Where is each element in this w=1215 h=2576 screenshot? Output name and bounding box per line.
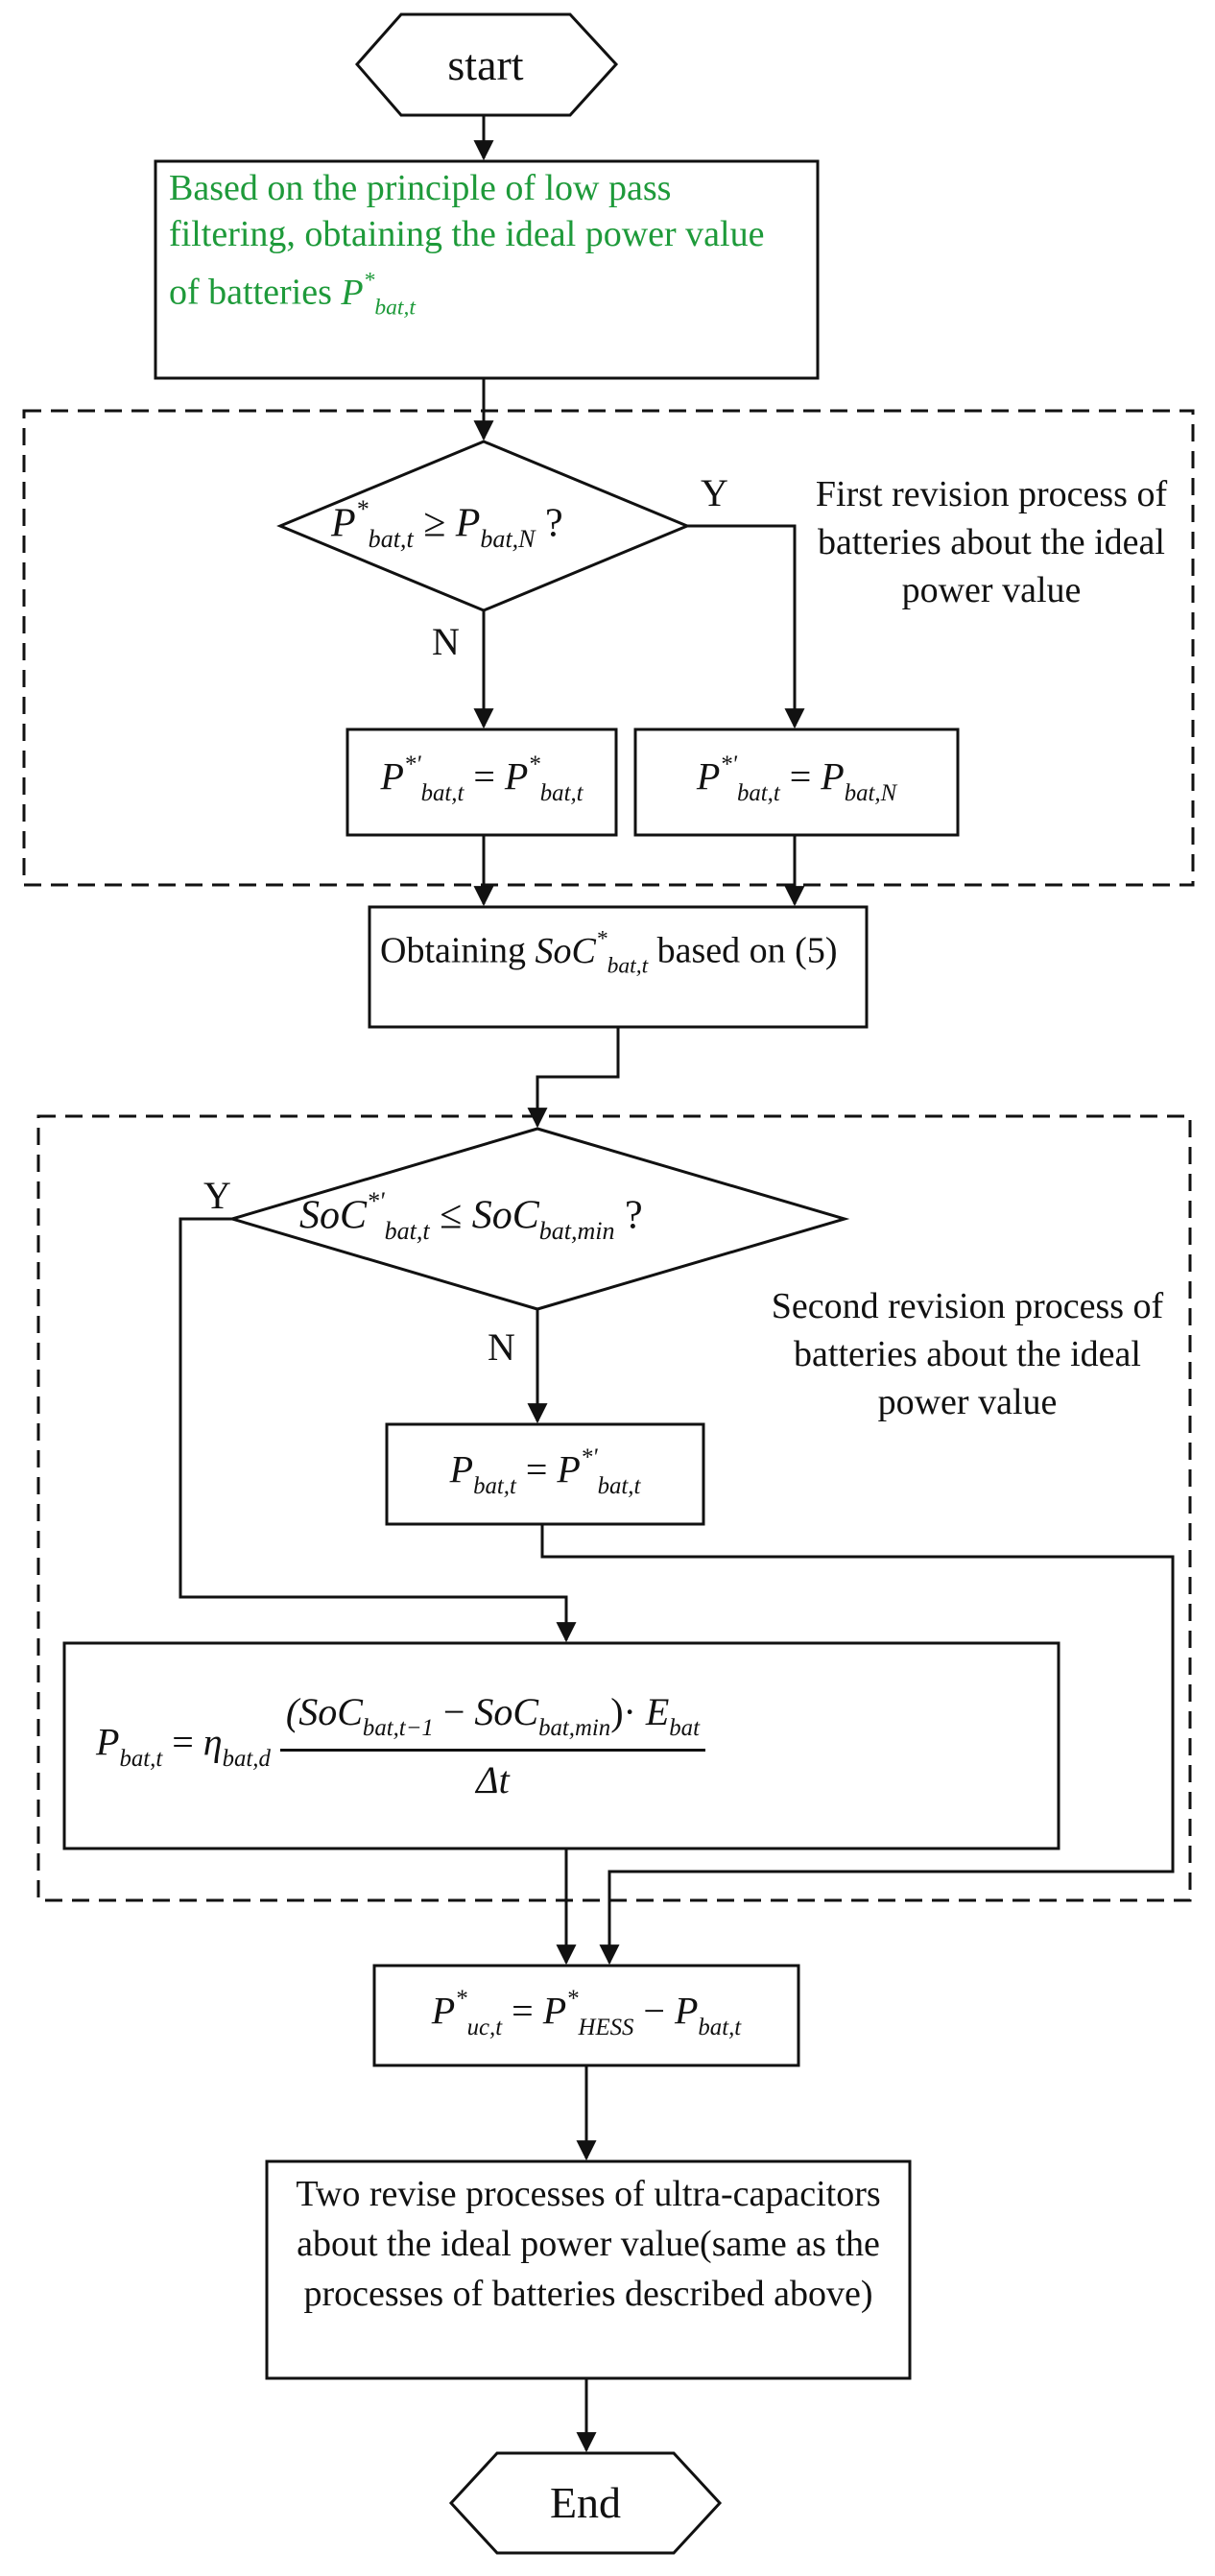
formula-denominator: Δt: [476, 1757, 510, 1801]
group2-caption: Second revision process of batteries abo…: [771, 1286, 1164, 1422]
box-left1-text: P*'bat,t = P*bat,t: [380, 751, 584, 806]
start-terminator: [355, 12, 619, 117]
formula-box: [62, 1641, 1060, 1850]
start-label: start: [447, 40, 524, 89]
formula-text: Pbat,t = ηbat,d (SoCbat,t−1 − SoCbat,min…: [96, 1689, 705, 1803]
box-left1: [345, 727, 618, 837]
decision2-diamond: [226, 1127, 850, 1311]
formula-fraction: (SoCbat,t−1 − SoCbat,min)· Ebat Δt: [279, 1689, 705, 1803]
end-label: End: [549, 2478, 622, 2527]
decision2-text: SoC*'bat,t ≤ SoCbat,min ?: [299, 1187, 643, 1246]
end-terminator: [448, 2451, 723, 2555]
step1-text: Based on the principle of low pass filte…: [169, 168, 765, 321]
final-step-box: [265, 2159, 912, 2380]
step2-text: Obtaining SoC*bat,t based on (5): [380, 926, 838, 979]
group1-dashed-frame: [22, 409, 1195, 887]
decision1-text: P*bat,t ≥ Pbat,N ?: [331, 495, 563, 554]
step1-math: P*bat,t: [341, 268, 416, 321]
box-right1: [633, 727, 960, 837]
label-n1: N: [432, 620, 460, 663]
label-n2: N: [488, 1325, 515, 1369]
group2-dashed-frame: [36, 1114, 1192, 1902]
box-right1-text: P*'bat,t = Pbat,N: [696, 751, 897, 806]
group1-caption: First revision process of batteries abou…: [815, 474, 1168, 610]
final-step-text: Two revise processes of ultra-capacitors…: [296, 2174, 881, 2314]
label-y2: Y: [203, 1174, 231, 1217]
connectors: [179, 115, 1175, 2453]
label-y1: Y: [701, 471, 728, 514]
box-n2: [385, 1422, 705, 1526]
box-n2-text: Pbat,t = P*'bat,t: [449, 1444, 641, 1499]
uc-box-text: P*uc,t = P*HESS − Pbat,t: [431, 1986, 742, 2040]
formula-numerator: (SoCbat,t−1 − SoCbat,min)· Ebat: [279, 1689, 705, 1752]
step1-box: [154, 159, 820, 380]
